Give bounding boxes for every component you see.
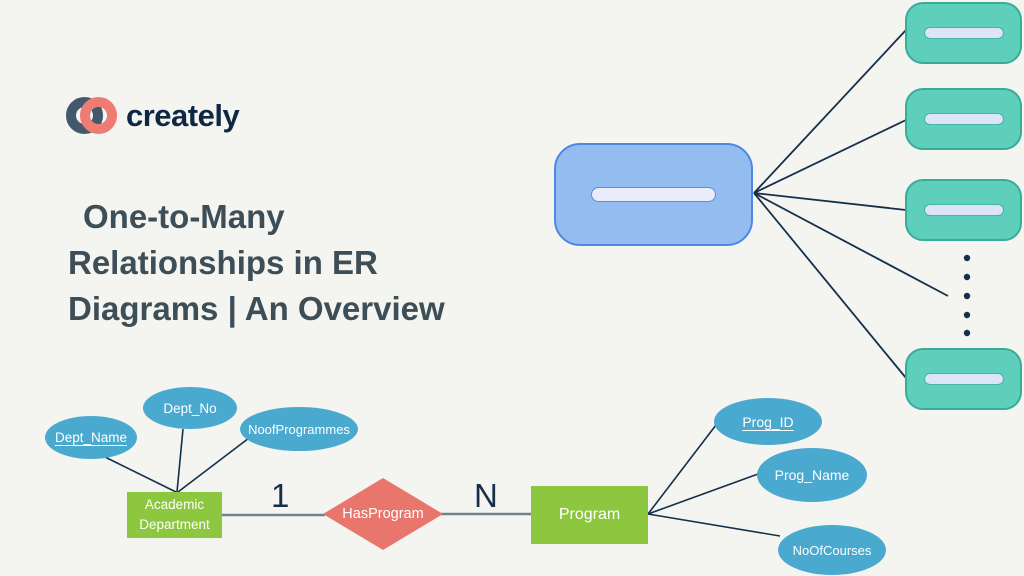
text-placeholder-bar	[923, 204, 1004, 216]
cardinality-one-label: 1	[271, 477, 290, 514]
one-entity-node	[554, 143, 753, 246]
attribute-label: Prog_ID	[742, 413, 794, 430]
many-entity-node-3	[905, 179, 1022, 241]
text-placeholder-bar	[923, 113, 1004, 125]
attribute-dept-name: Dept_Name	[45, 416, 137, 459]
title-line-1: One-to-Many	[83, 198, 285, 235]
attribute-noofcourses: NoOfCourses	[778, 525, 886, 575]
attribute-label: Prog_Name	[774, 467, 850, 483]
many-entity-node-2	[905, 88, 1022, 150]
entity-academic-department: Academic Department	[127, 492, 222, 538]
ellipsis-dots	[963, 254, 971, 337]
title-line-3: Diagrams | An Overview	[68, 290, 445, 327]
attribute-label: NoOfCourses	[792, 542, 872, 558]
attribute-label: NoofProgrammes	[248, 421, 350, 437]
attribute-dept-no: Dept_No	[143, 387, 237, 429]
attribute-noofprogrammes: NoofProgrammes	[240, 407, 358, 451]
attribute-label: Dept_Name	[54, 430, 128, 445]
logo-ring-coral	[80, 97, 117, 134]
text-placeholder-bar	[923, 27, 1004, 39]
many-entity-node-4	[905, 348, 1022, 410]
attribute-prog-id: Prog_ID	[714, 398, 822, 445]
title-line-2: Relationships in ER	[68, 244, 378, 281]
creately-logo-text: creately	[126, 98, 240, 133]
many-entity-node-1	[905, 2, 1022, 64]
page-title: One-to-Many Relationships in ER Diagrams…	[68, 194, 528, 332]
relationship-label: HasProgram	[342, 506, 424, 522]
entity-program: Program	[531, 486, 648, 544]
cardinality-many-label: N	[474, 477, 498, 514]
text-placeholder-bar	[923, 373, 1004, 385]
text-placeholder-bar	[591, 187, 716, 202]
creately-rings-icon	[66, 96, 118, 136]
attribute-prog-name: Prog_Name	[757, 448, 867, 502]
relationship-hasprogram: HasProgram	[323, 478, 443, 550]
creately-logo: creately	[66, 96, 240, 136]
attribute-label: Dept_No	[163, 400, 217, 416]
